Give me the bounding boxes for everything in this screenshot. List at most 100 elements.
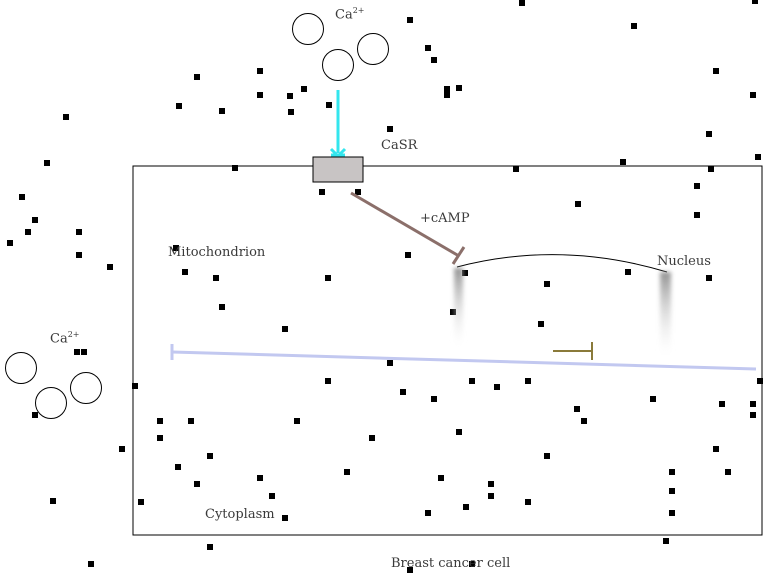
particle-square	[288, 109, 294, 115]
particle-square	[425, 45, 431, 51]
particle-square	[257, 475, 263, 481]
particle-square	[387, 360, 393, 366]
particle-square	[650, 396, 656, 402]
particle-square	[194, 481, 200, 487]
particle-square	[450, 309, 456, 315]
particle-square	[319, 189, 325, 195]
particle-square	[694, 183, 700, 189]
particle-square	[425, 510, 431, 516]
particle-square	[44, 160, 50, 166]
particle-square	[157, 418, 163, 424]
particle-square	[119, 446, 125, 452]
particle-square	[488, 481, 494, 487]
camp-label: +cAMP	[420, 211, 470, 226]
ca-ion-circle	[35, 387, 67, 419]
particle-square	[138, 499, 144, 505]
particle-square	[713, 68, 719, 74]
particle-square	[431, 396, 437, 402]
particle-square	[400, 389, 406, 395]
particle-square	[752, 0, 758, 4]
ca-to-casr-arrow	[329, 90, 347, 159]
particle-square	[444, 92, 450, 98]
particle-square	[719, 401, 725, 407]
particle-square	[669, 488, 675, 494]
particle-square	[574, 406, 580, 412]
ca-ion-circle	[5, 352, 37, 384]
nucleus-side-shadow	[454, 268, 463, 352]
particle-square	[581, 418, 587, 424]
particle-square	[750, 412, 756, 418]
particle-square	[325, 275, 331, 281]
particle-square	[538, 321, 544, 327]
mitochondrion-label: Mitochondrion	[168, 245, 266, 260]
particle-square	[173, 245, 179, 251]
particle-square	[544, 281, 550, 287]
particle-square	[176, 103, 182, 109]
particle-square	[438, 475, 444, 481]
particle-square	[694, 212, 700, 218]
particle-square	[706, 275, 712, 281]
long-inhibition-arrow	[170, 344, 757, 371]
particle-square	[107, 264, 113, 270]
ca-ion-circle	[292, 13, 324, 45]
particle-square	[706, 131, 712, 137]
particle-square	[669, 510, 675, 516]
nucleus-label: Nucleus	[657, 254, 711, 269]
particle-square	[620, 159, 626, 165]
particle-square	[269, 493, 275, 499]
particle-square	[369, 435, 375, 441]
particle-square	[32, 217, 38, 223]
particle-square	[469, 378, 475, 384]
particle-square	[750, 401, 756, 407]
particle-square	[519, 0, 525, 6]
particle-square	[301, 86, 307, 92]
particle-square	[74, 349, 80, 355]
particle-square	[257, 68, 263, 74]
particle-square	[7, 240, 13, 246]
particle-square	[175, 464, 181, 470]
particle-square	[405, 252, 411, 258]
particle-square	[257, 92, 263, 98]
cytoplasm-label: Cytoplasm	[205, 507, 275, 522]
particle-square	[708, 166, 714, 172]
particle-square	[32, 412, 38, 418]
particle-square	[294, 418, 300, 424]
particle-square	[669, 469, 675, 475]
particle-square	[444, 86, 450, 92]
particle-square	[387, 126, 393, 132]
cell-caption: Breast cancer cell	[391, 556, 511, 571]
casr-receptor	[312, 156, 364, 183]
particle-square	[207, 544, 213, 550]
particle-square	[132, 383, 138, 389]
particle-square	[525, 499, 531, 505]
particle-square	[63, 114, 69, 120]
particle-square	[188, 418, 194, 424]
particle-square	[88, 561, 94, 567]
particle-square	[325, 378, 331, 384]
particle-square	[50, 498, 56, 504]
particle-square	[725, 469, 731, 475]
ca-ion-circle	[70, 372, 102, 404]
casr-label: CaSR	[381, 138, 418, 153]
particle-square	[407, 567, 413, 573]
particle-square	[431, 57, 437, 63]
particle-square	[631, 23, 637, 29]
particle-square	[494, 384, 500, 390]
particle-square	[219, 108, 225, 114]
particle-square	[462, 270, 468, 276]
particle-square	[76, 229, 82, 235]
nucleus-envelope	[456, 254, 668, 273]
particle-square	[663, 538, 669, 544]
ca-left-label: Ca2+	[50, 330, 80, 347]
particle-square	[757, 378, 763, 384]
particle-square	[755, 154, 761, 160]
small-inhibition-arrow	[553, 342, 593, 360]
particle-square	[355, 189, 361, 195]
camp-inhibition-arrow	[350, 191, 466, 265]
particle-square	[182, 269, 188, 275]
ca-ion-circle	[357, 33, 389, 65]
particle-square	[232, 165, 238, 171]
nucleus-side-shadow	[660, 272, 671, 362]
particle-square	[81, 349, 87, 355]
